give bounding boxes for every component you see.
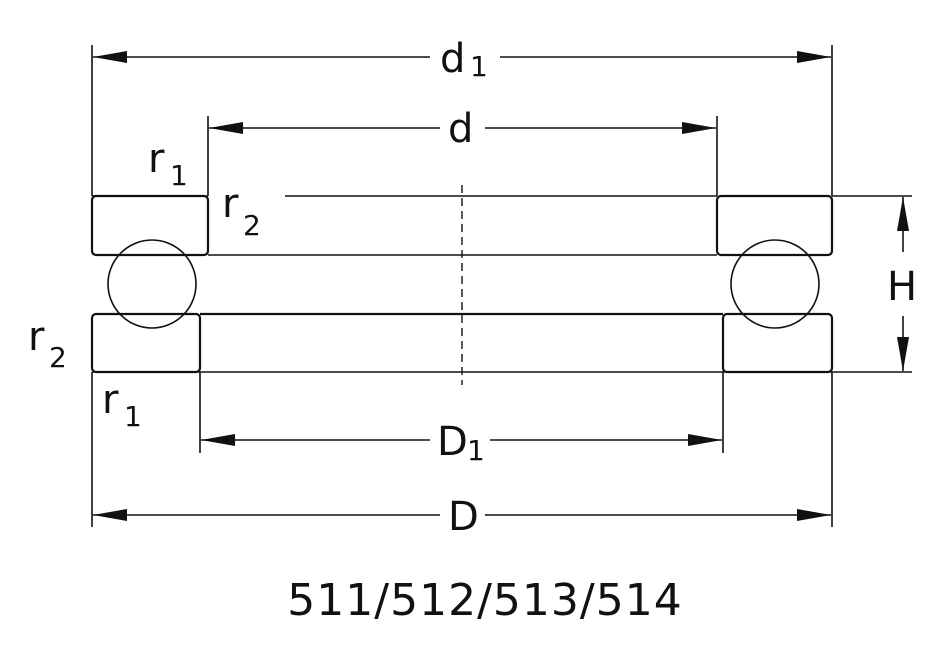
shaft-washer-left <box>90 194 210 257</box>
dimension-D: D <box>93 494 831 540</box>
dimension-D1: D 1 <box>201 419 722 467</box>
shaft-washer-right <box>715 194 834 257</box>
svg-text:2: 2 <box>49 341 67 374</box>
label-D1-sub: 1 <box>467 434 485 467</box>
ball-right <box>730 239 820 329</box>
label-r1-top: r 1 <box>148 136 188 192</box>
label-r2-left: r 2 <box>28 314 67 374</box>
dimension-H: H <box>887 197 917 371</box>
label-d: d <box>448 106 473 152</box>
housing-washer-right <box>721 312 834 374</box>
extension-lines <box>91 45 912 527</box>
svg-text:1: 1 <box>124 400 142 433</box>
ball-left <box>107 239 197 329</box>
label-r1-bottom: r 1 <box>102 377 142 433</box>
svg-text:2: 2 <box>243 209 261 242</box>
label-D1: D <box>437 419 468 465</box>
label-d1: d <box>440 36 465 82</box>
svg-text:r: r <box>28 314 45 360</box>
caption-series: 511/512/513/514 <box>287 575 682 626</box>
svg-text:r: r <box>148 136 165 182</box>
svg-text:1: 1 <box>170 159 188 192</box>
dimension-d: d <box>209 106 716 152</box>
svg-text:r: r <box>222 181 239 227</box>
svg-text:r: r <box>102 377 119 423</box>
dimension-d1: d 1 <box>93 36 831 83</box>
label-H: H <box>887 264 917 310</box>
label-d1-sub: 1 <box>470 50 488 83</box>
label-D: D <box>448 494 479 540</box>
housing-washer-left <box>90 312 202 374</box>
label-r2-top: r 2 <box>222 181 261 242</box>
